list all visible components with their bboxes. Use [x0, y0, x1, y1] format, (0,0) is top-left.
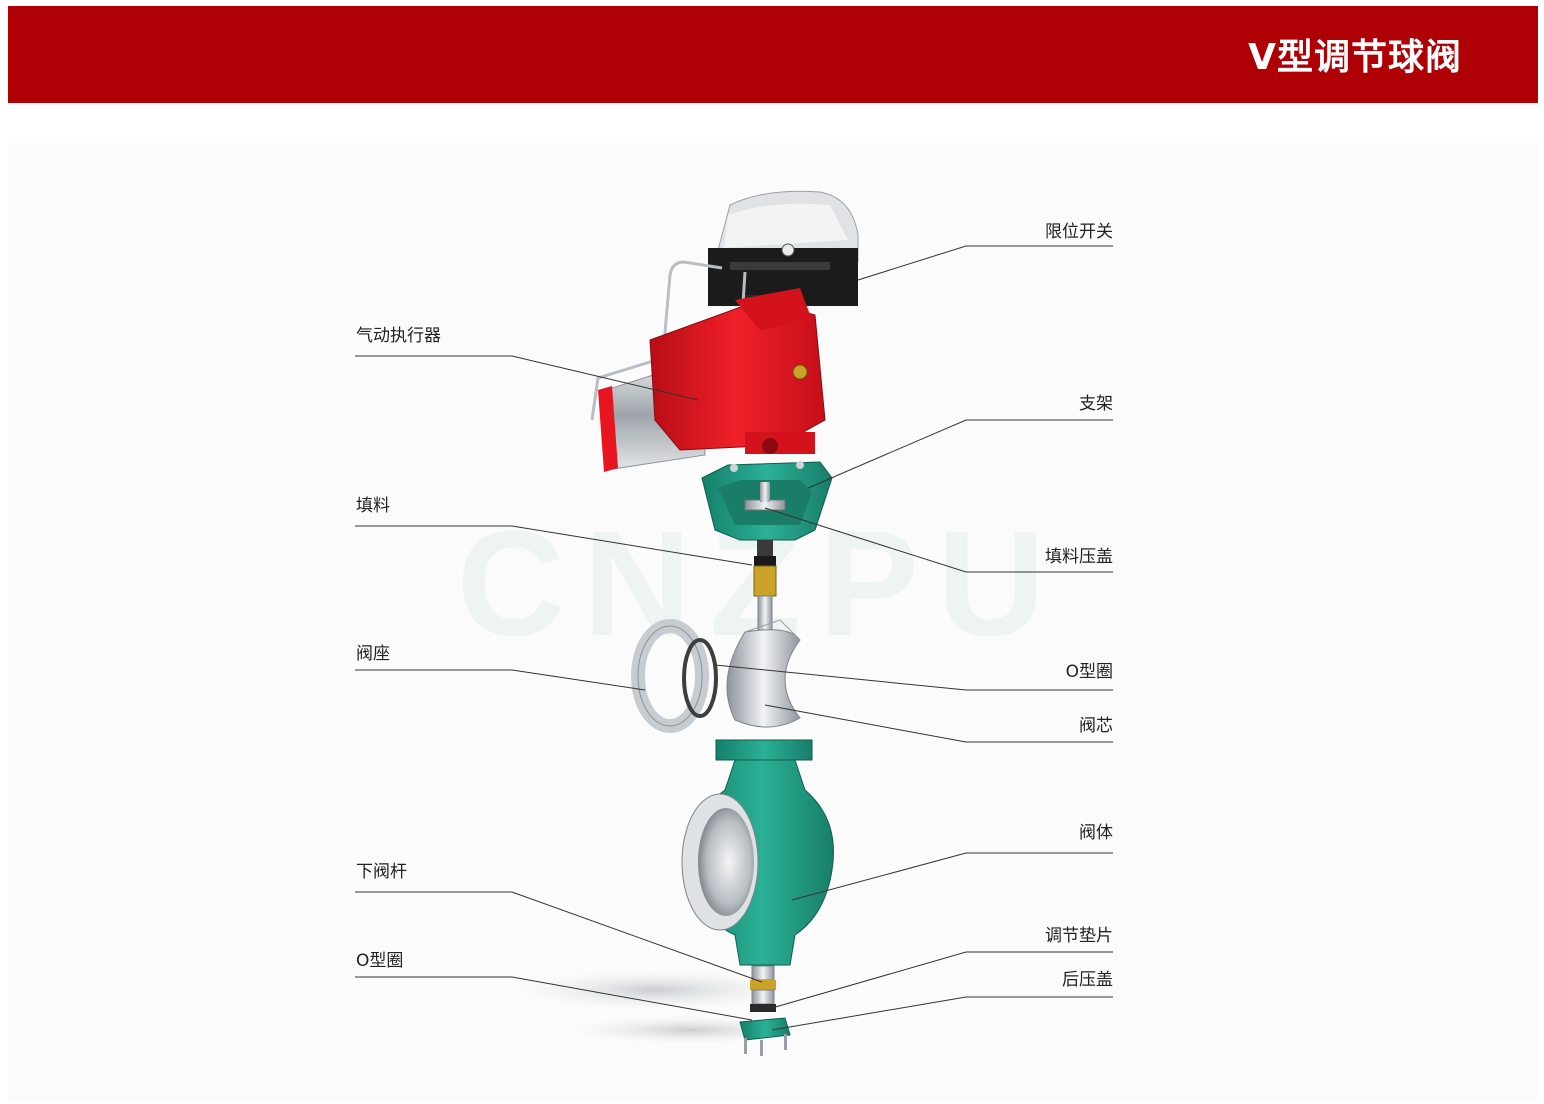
leader-back-cover [771, 996, 1113, 1031]
label-back-cover: 后压盖 [1062, 970, 1113, 990]
label-limit-switch: 限位开关 [1045, 222, 1113, 242]
header-banner: V型调节球阀 [8, 6, 1538, 103]
leader-body [791, 852, 1113, 901]
leader-gland [764, 507, 1113, 573]
label-packing: 填料 [356, 496, 390, 516]
label-body: 阀体 [1079, 823, 1113, 843]
page-title: V型调节球阀 [1248, 37, 1462, 78]
valve-seat-part [631, 619, 718, 733]
leader-packing [355, 525, 753, 566]
leader-oring-bottom [355, 976, 753, 1021]
valve-core-part [726, 619, 801, 728]
label-oring-bottom: O型圈 [356, 951, 404, 971]
valve-body-part [681, 739, 834, 966]
leader-limit-switch [857, 245, 1113, 281]
label-oring-top: O型圈 [1065, 662, 1113, 682]
lower-assembly-part [739, 965, 791, 1056]
leader-lines-right [714, 245, 1113, 1031]
bracket-part [701, 461, 833, 541]
leader-shim [764, 951, 1113, 1011]
label-lower-stem: 下阀杆 [356, 862, 407, 882]
leader-seat [355, 669, 646, 691]
label-shim: 调节垫片 [1045, 926, 1113, 946]
label-actuator: 气动执行器 [356, 326, 441, 346]
label-seat: 阀座 [356, 644, 390, 664]
leader-bracket [807, 419, 1113, 489]
leader-lines-left [355, 355, 763, 1021]
label-gland: 填料压盖 [1045, 547, 1113, 567]
pneumatic-actuator-part [598, 288, 826, 472]
stem-packing-part [753, 540, 777, 633]
leader-actuator [355, 355, 699, 401]
leader-oring-top [714, 664, 1113, 691]
leader-lower-stem [355, 891, 763, 983]
label-bracket: 支架 [1079, 394, 1113, 414]
leader-core [764, 704, 1113, 743]
floor-shadow [515, 970, 795, 1010]
label-core: 阀芯 [1079, 716, 1113, 736]
